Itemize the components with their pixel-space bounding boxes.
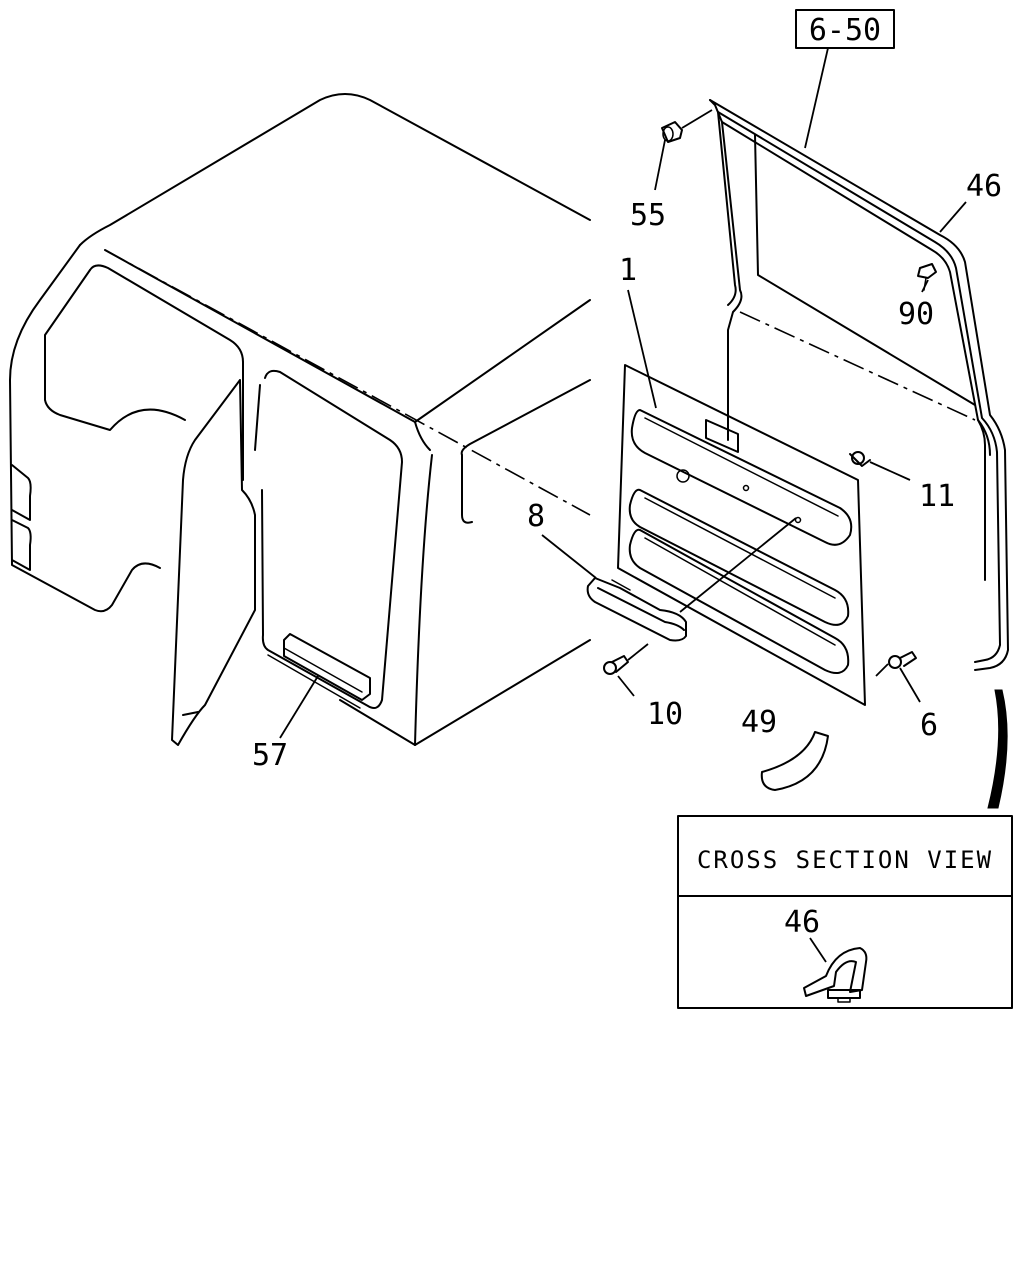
screw-10 [603,655,629,675]
cab-body [9,93,591,746]
trim-panel [617,364,866,706]
part-label-8: 8 [527,499,545,534]
part-label-1: 1 [619,253,637,288]
fastener-55 [661,121,683,143]
part-label-90: 90 [898,297,934,332]
seal-profile-46 [803,947,868,1003]
reference-label: 6-50 [809,13,881,48]
reference-box: 6-50 [795,9,895,49]
part-label-6: 6 [920,708,938,743]
part-label-57: 57 [252,738,288,773]
trim-piece-49 [760,731,829,791]
part-label-46: 46 [966,169,1002,204]
clip-90 [917,263,937,291]
cross-section-title: CROSS SECTION VIEW [697,846,993,874]
part-label-10: 10 [647,697,683,732]
screw-6 [888,651,917,669]
leader-lines [279,47,967,739]
part-label-55: 55 [630,198,666,233]
part-label-11: 11 [919,479,955,514]
part-labels: 1 46 55 90 11 8 10 6 49 57 [252,169,1002,773]
part-label-49: 49 [741,705,777,740]
cross-section-pointer [987,689,1008,809]
clip-11 [849,451,871,467]
door-handle [586,517,797,642]
cross-section-box: CROSS SECTION VIEW 46 [677,815,1013,1009]
sliding-door [709,99,1009,671]
cross-section-part-label: 46 [784,905,820,940]
